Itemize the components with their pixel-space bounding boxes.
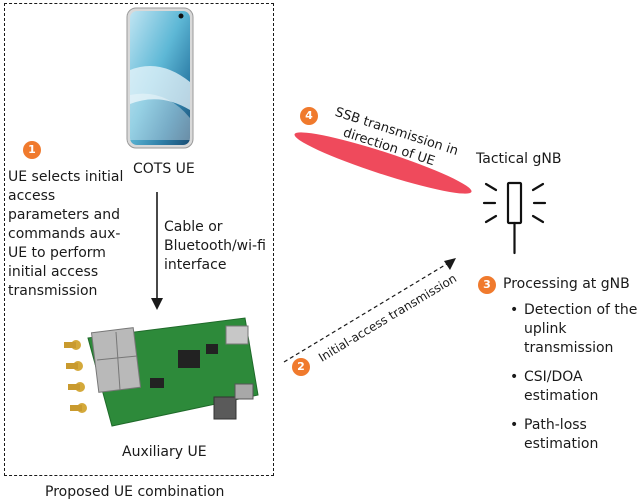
step-2-badge: 2	[292, 358, 310, 376]
ue-box-title: Proposed UE combination	[45, 484, 225, 500]
list-line: Detection of the	[524, 302, 638, 318]
interface-line: Bluetooth/wi-fi	[164, 238, 266, 254]
list-line: estimation	[524, 436, 599, 452]
list-line: uplink	[524, 321, 567, 337]
list-item: CSI/DOA estimation	[507, 368, 637, 406]
step-1-line: access	[8, 188, 56, 204]
step-1-line: commands aux-	[8, 226, 121, 242]
list-line: CSI/DOA	[524, 369, 583, 385]
interface-label: Cable or Bluetooth/wi-fi interface	[164, 218, 266, 275]
step-1-line: transmission	[8, 283, 98, 299]
step-4-badge: 4	[300, 107, 318, 125]
step-3-title: Processing at gNB	[503, 276, 630, 292]
initial-access-arrow	[283, 258, 456, 363]
step-3-badge: 3	[478, 276, 496, 294]
proposed-ue-box	[4, 3, 274, 476]
step-1-line: UE selects initial	[8, 169, 124, 185]
list-line: transmission	[524, 340, 614, 356]
list-line: estimation	[524, 388, 599, 404]
interface-line: interface	[164, 257, 227, 273]
cots-ue-phone-image	[126, 7, 194, 149]
step-1-text: UE selects initial access parameters and…	[8, 168, 123, 301]
list-item: Path-loss estimation	[507, 416, 637, 454]
interface-arrow	[151, 192, 163, 310]
cots-ue-label: COTS UE	[133, 161, 195, 177]
step-1-line: initial access	[8, 264, 99, 280]
list-item: Detection of the uplink transmission	[507, 301, 637, 358]
interface-line: Cable or	[164, 219, 223, 235]
step-1-badge: 1	[23, 141, 41, 159]
auxiliary-ue-board-image	[64, 317, 259, 427]
gnb-label: Tactical gNB	[476, 151, 562, 167]
step-1-line: UE to perform	[8, 245, 106, 261]
step-1-line: parameters and	[8, 207, 120, 223]
gnb-processing-list: Detection of the uplink transmission CSI…	[507, 301, 637, 464]
list-line: Path-loss	[524, 417, 587, 433]
ssb-beam	[294, 132, 472, 194]
gnb-antenna-icon	[482, 181, 547, 255]
auxiliary-ue-label: Auxiliary UE	[122, 444, 207, 460]
